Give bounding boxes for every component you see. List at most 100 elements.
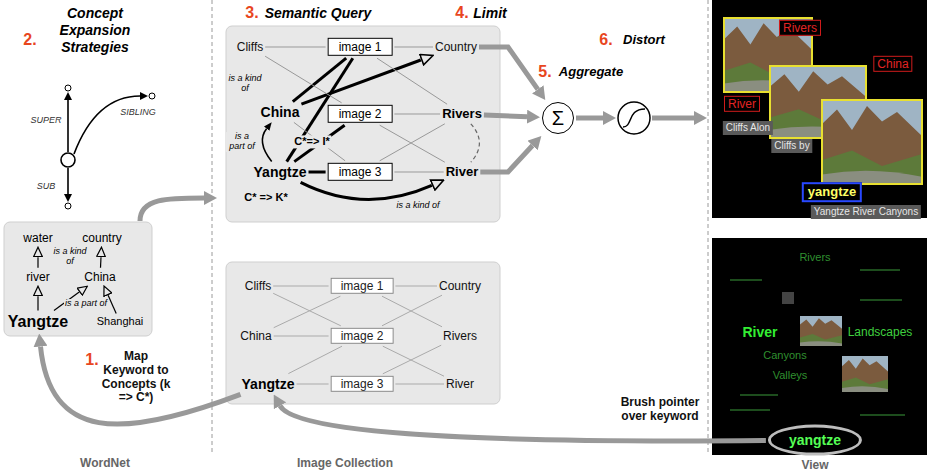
node-text: Cliffs: [245, 279, 271, 293]
node-text: image 1: [339, 40, 382, 54]
concept-circle: [61, 153, 75, 167]
column-label: Image Collection: [297, 456, 393, 470]
drawing-part: [740, 394, 778, 396]
connector: [265, 47, 325, 48]
sibling-arrow: [74, 96, 140, 154]
connector: [380, 124, 445, 161]
node-text: image 2: [339, 107, 382, 121]
node-text: Yangtze: [8, 312, 68, 331]
view-caption: Cliffs Alon: [723, 121, 773, 135]
connector: [380, 125, 445, 162]
node-text: Shanghai: [97, 315, 144, 328]
image-box: image 1: [328, 38, 393, 56]
node-text: River: [446, 164, 479, 180]
mapping-label: C* => K*: [242, 191, 289, 204]
distort-circle: [618, 102, 650, 134]
node-text: image 3: [341, 377, 384, 391]
node-text: river: [26, 270, 49, 284]
view-keyword: River: [742, 324, 777, 341]
step-title: Concept Expansion Strategies: [55, 5, 135, 55]
view-keyword: Valleys: [773, 369, 808, 382]
super-arrow: [67, 100, 69, 152]
keyword: River: [446, 377, 474, 391]
node-text: image 1: [341, 279, 384, 293]
step-title: Map Keyword to Concepts (k => C*): [101, 350, 171, 405]
view-tag: China: [873, 56, 912, 72]
node-text: Rivers: [783, 21, 817, 35]
node-text: yangtze: [789, 432, 841, 449]
collection-panel: [226, 262, 500, 404]
connector: [273, 286, 328, 287]
drawing-part: [860, 299, 902, 301]
relation-label: is a kind of: [227, 74, 263, 94]
node-text: River: [728, 97, 756, 111]
flow-arrow: [576, 116, 603, 121]
connector: [394, 114, 440, 115]
concept-word: country: [82, 231, 121, 245]
callout-number: 1.: [85, 350, 98, 369]
connector: [301, 60, 420, 104]
connector: [382, 296, 442, 327]
view-keyword: Landscapes: [848, 325, 913, 339]
view-keyword: Canyons: [763, 349, 806, 362]
node-text: image 3: [339, 165, 382, 179]
flow-arrow: [140, 198, 204, 221]
keyword: Yangtze: [254, 164, 307, 181]
thumbnail: [782, 292, 794, 304]
concept-dot: [65, 203, 71, 209]
node-text: Rivers: [442, 106, 482, 122]
photo-frame: [822, 100, 922, 184]
node-text: Cliffs Alon: [726, 122, 770, 134]
relation-label: is a part of: [64, 299, 108, 309]
photo: [800, 316, 842, 346]
step-title: Brush pointer over keyword: [614, 395, 706, 425]
strategy-label: SIBLING: [120, 107, 156, 118]
concept-dot: [149, 93, 155, 99]
keyword: River: [446, 164, 479, 180]
callout-number: 3.: [245, 3, 258, 22]
connector: [383, 345, 441, 374]
strategy-label: SUPER: [30, 115, 61, 126]
node-text: China: [84, 270, 115, 284]
callout-number: 2.: [23, 30, 36, 49]
view-caption: Cliffs by: [771, 139, 812, 153]
node-text: Σ: [552, 106, 564, 130]
connector: [108, 295, 116, 313]
node-text: Yangtze: [242, 376, 295, 393]
connector: [274, 296, 341, 328]
column-label: WordNet: [80, 456, 130, 470]
concept-dot: [65, 85, 71, 91]
node-text: water: [23, 231, 52, 245]
connector: [301, 182, 432, 199]
photo: [822, 100, 922, 184]
node-text: Yangtze: [254, 164, 307, 181]
view-keyword: Rivers: [799, 251, 830, 264]
strategy-label: SUB: [37, 181, 56, 192]
connector: [273, 293, 341, 326]
relation-label: is a part of: [226, 132, 258, 152]
concept-word: China: [84, 270, 115, 284]
connector: [274, 336, 329, 337]
callout-number: 4.: [455, 3, 468, 22]
step-title: Limit: [473, 5, 506, 22]
connector: [394, 172, 443, 173]
wordnet-panel: [4, 222, 152, 336]
node-text: yangtze: [808, 184, 856, 200]
connector: [309, 171, 326, 174]
keyword: Rivers: [443, 329, 477, 343]
query-panel: [226, 26, 500, 222]
node-text: Cliffs: [237, 40, 263, 54]
keyword: Country: [435, 40, 477, 54]
connector: [382, 295, 442, 326]
node-text: Country: [435, 40, 477, 54]
distort-curve: [623, 109, 645, 127]
view-tag: River: [724, 96, 760, 112]
step-title: Aggregate: [559, 64, 623, 80]
view-screen: [712, 0, 927, 218]
concept-word: water: [23, 231, 52, 245]
brushed-keyword: yangtze: [768, 425, 862, 456]
connector: [297, 384, 329, 385]
node-text: image 2: [341, 329, 384, 343]
image-box: image 3: [331, 376, 394, 392]
relation-label: is a kind of: [395, 201, 440, 211]
